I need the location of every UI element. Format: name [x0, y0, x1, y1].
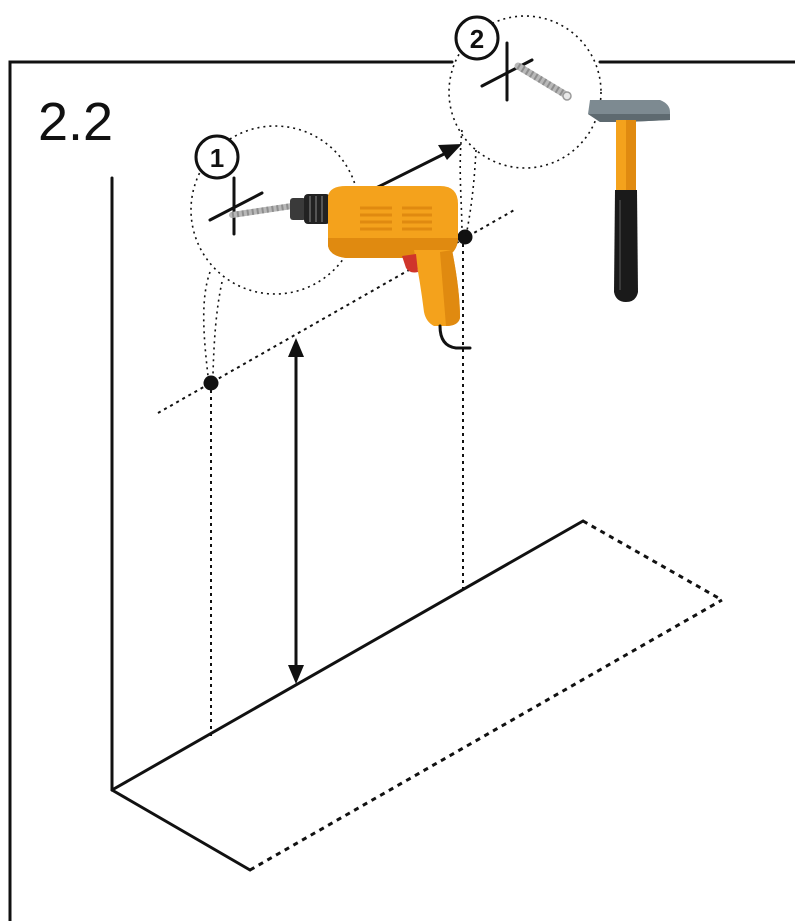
drill-marking-line: [157, 208, 517, 738]
drill-point-left: [203, 375, 219, 391]
callout-1-number: 1: [210, 143, 224, 173]
drill-point-right: [457, 229, 473, 245]
drill-icon: [290, 186, 472, 350]
shelf-outline: [110, 519, 723, 872]
panel-frame: [8, 60, 795, 921]
callout-2-bubble: [448, 15, 602, 237]
step-number: 2.2: [38, 92, 113, 152]
callout-2-number: 2: [470, 24, 484, 54]
callout-2-marker: 2: [454, 15, 500, 61]
height-dimension-arrow: [288, 338, 304, 684]
drill-bit-icon: [229, 203, 295, 218]
screw-icon: [514, 62, 572, 101]
sequence-arrow: [376, 144, 462, 189]
screw-hole-cross-icon: [480, 41, 534, 102]
callout-1-marker: 1: [194, 134, 240, 180]
hammer-icon: [588, 100, 670, 302]
drill-hole-cross-icon: [208, 176, 264, 236]
